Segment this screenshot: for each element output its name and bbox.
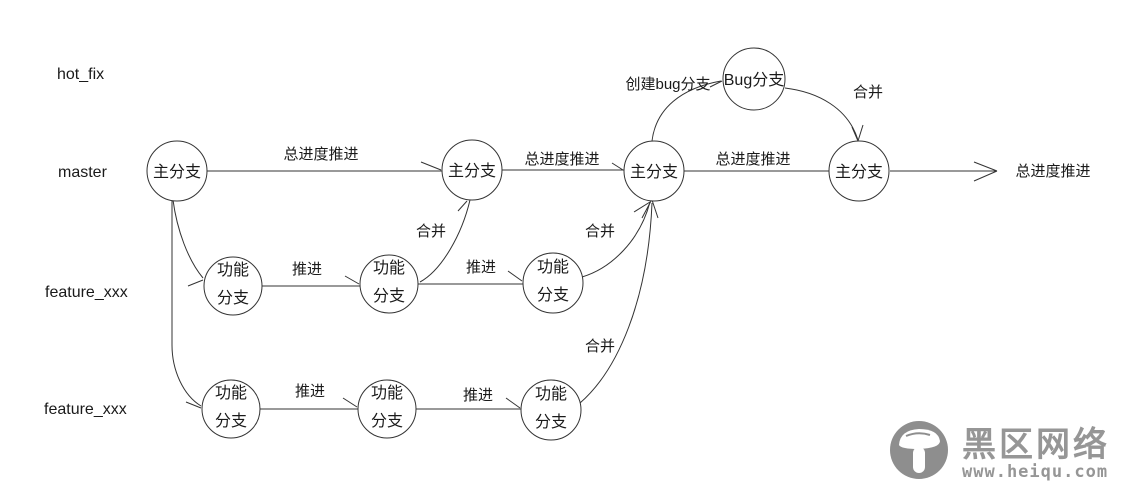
label-merge-feature1c: 合并	[585, 223, 615, 240]
node-master-2-label: 主分支	[448, 162, 496, 180]
node-feature1-1-label-line1: 功能	[217, 261, 249, 279]
edge-merge-bug-to-master4	[784, 87, 859, 141]
edge-branch-to-feature2	[171, 200, 202, 407]
edge-branch-to-feature1	[172, 199, 204, 279]
watermark-title: 黑区网络	[962, 425, 1110, 464]
label-merge-feature2c: 合并	[585, 338, 615, 355]
node-master-2-circle	[441, 139, 503, 201]
watermark-url: www.heiqu.com	[962, 462, 1108, 482]
node-bug-branch: Bug分支	[722, 47, 786, 111]
node-feature2-1-circle	[201, 379, 261, 439]
node-feature2-2: 功能 分支	[357, 379, 417, 439]
node-feature2-1: 功能 分支	[201, 379, 261, 439]
row-label-feature2: feature_xxx	[44, 401, 127, 418]
node-feature2-1-label-line2: 分支	[215, 412, 247, 430]
label-merge-master2: 合并	[416, 223, 446, 240]
node-master-3-label: 主分支	[630, 163, 678, 181]
edge-master-1-2-arrowhead	[420, 161, 442, 171]
label-push-feature2-2: 推进	[463, 387, 493, 404]
edge-branch-to-feature2-arrowhead	[185, 401, 202, 409]
edge-master-2-3-arrowhead	[611, 162, 624, 171]
node-feature1-3-label-line1: 功能	[537, 258, 569, 276]
label-create-bug-branch: 创建bug分支	[625, 76, 710, 93]
node-master-1: 主分支	[146, 140, 208, 202]
node-feature2-3-circle	[520, 379, 582, 441]
row-label-hotfix: hot_fix	[57, 66, 104, 83]
edge-merge-feature1b-to-master2	[419, 199, 471, 283]
label-overall-push-4: 总进度推进	[1015, 163, 1090, 180]
node-feature2-2-label-line1: 功能	[371, 384, 403, 402]
node-master-4: 主分支	[828, 140, 890, 202]
node-master-3-circle	[623, 140, 685, 202]
node-feature1-3-circle	[522, 252, 584, 314]
node-feature1-1-circle	[203, 256, 263, 316]
label-overall-push-3: 总进度推进	[715, 151, 790, 168]
edge-merge-feature1c-arrowhead	[633, 201, 651, 213]
edge-master-out-open-arrowhead	[973, 161, 998, 182]
label-push-feature1-2: 推进	[466, 259, 496, 276]
label-push-feature1-1: 推进	[292, 261, 322, 278]
node-feature2-3: 功能 分支	[520, 379, 582, 441]
node-master-2: 主分支	[441, 139, 503, 201]
edge-feature1-1-2-arrowhead	[344, 275, 360, 285]
node-bug-branch-label: Bug分支	[724, 71, 784, 89]
node-feature1-1: 功能 分支	[203, 256, 263, 316]
row-label-master: master	[58, 164, 108, 181]
node-feature1-2-label-line1: 功能	[373, 259, 405, 277]
edge-feature2-1-2-arrowhead	[342, 397, 358, 408]
row-label-feature1: feature_xxx	[45, 284, 128, 301]
mushroom-stem	[913, 447, 925, 473]
edge-feature2-2-3-arrowhead	[505, 397, 521, 409]
edge-merge-bug-arrowhead	[851, 124, 864, 142]
label-overall-push-2: 总进度推进	[524, 151, 599, 168]
node-bug-branch-circle	[722, 47, 786, 111]
node-feature1-2: 功能 分支	[359, 254, 419, 314]
edge-merge-feature1c-to-master3	[581, 201, 651, 278]
watermark: 黑区网络 www.heiqu.com	[890, 421, 1110, 482]
node-feature1-2-circle	[359, 254, 419, 314]
edge-branch-to-feature1-arrowhead	[187, 279, 204, 287]
node-feature1-2-label-line2: 分支	[373, 287, 405, 305]
node-master-1-label: 主分支	[153, 163, 201, 181]
node-feature1-1-label-line2: 分支	[217, 289, 249, 307]
node-master-4-label: 主分支	[835, 163, 883, 181]
label-push-feature2-1: 推进	[295, 383, 325, 400]
node-feature2-2-label-line2: 分支	[371, 412, 403, 430]
edge-merge-feature1b-arrowhead	[457, 200, 468, 212]
label-overall-push-1: 总进度推进	[283, 146, 358, 163]
node-feature2-1-label-line1: 功能	[215, 384, 247, 402]
mushroom-cap-detail	[905, 432, 931, 437]
node-master-3: 主分支	[623, 140, 685, 202]
node-feature2-3-label-line2: 分支	[535, 413, 567, 431]
node-master-1-circle	[146, 140, 208, 202]
edge-create-bug-arrowhead	[709, 80, 723, 88]
edge-merge-master3-arrowhead	[641, 199, 659, 219]
node-feature1-3: 功能 分支	[522, 252, 584, 314]
edge-merge-feature2c-to-master3	[579, 202, 653, 404]
node-feature1-3-label-line2: 分支	[537, 286, 569, 304]
node-feature2-2-circle	[357, 379, 417, 439]
label-merge-bug: 合并	[853, 84, 883, 101]
mushroom-logo-icon	[890, 421, 948, 479]
edge-create-bug-branch	[651, 80, 722, 142]
node-feature2-3-label-line1: 功能	[535, 385, 567, 403]
node-master-4-circle	[828, 140, 890, 202]
edge-feature1-2-3-arrowhead	[507, 270, 523, 282]
